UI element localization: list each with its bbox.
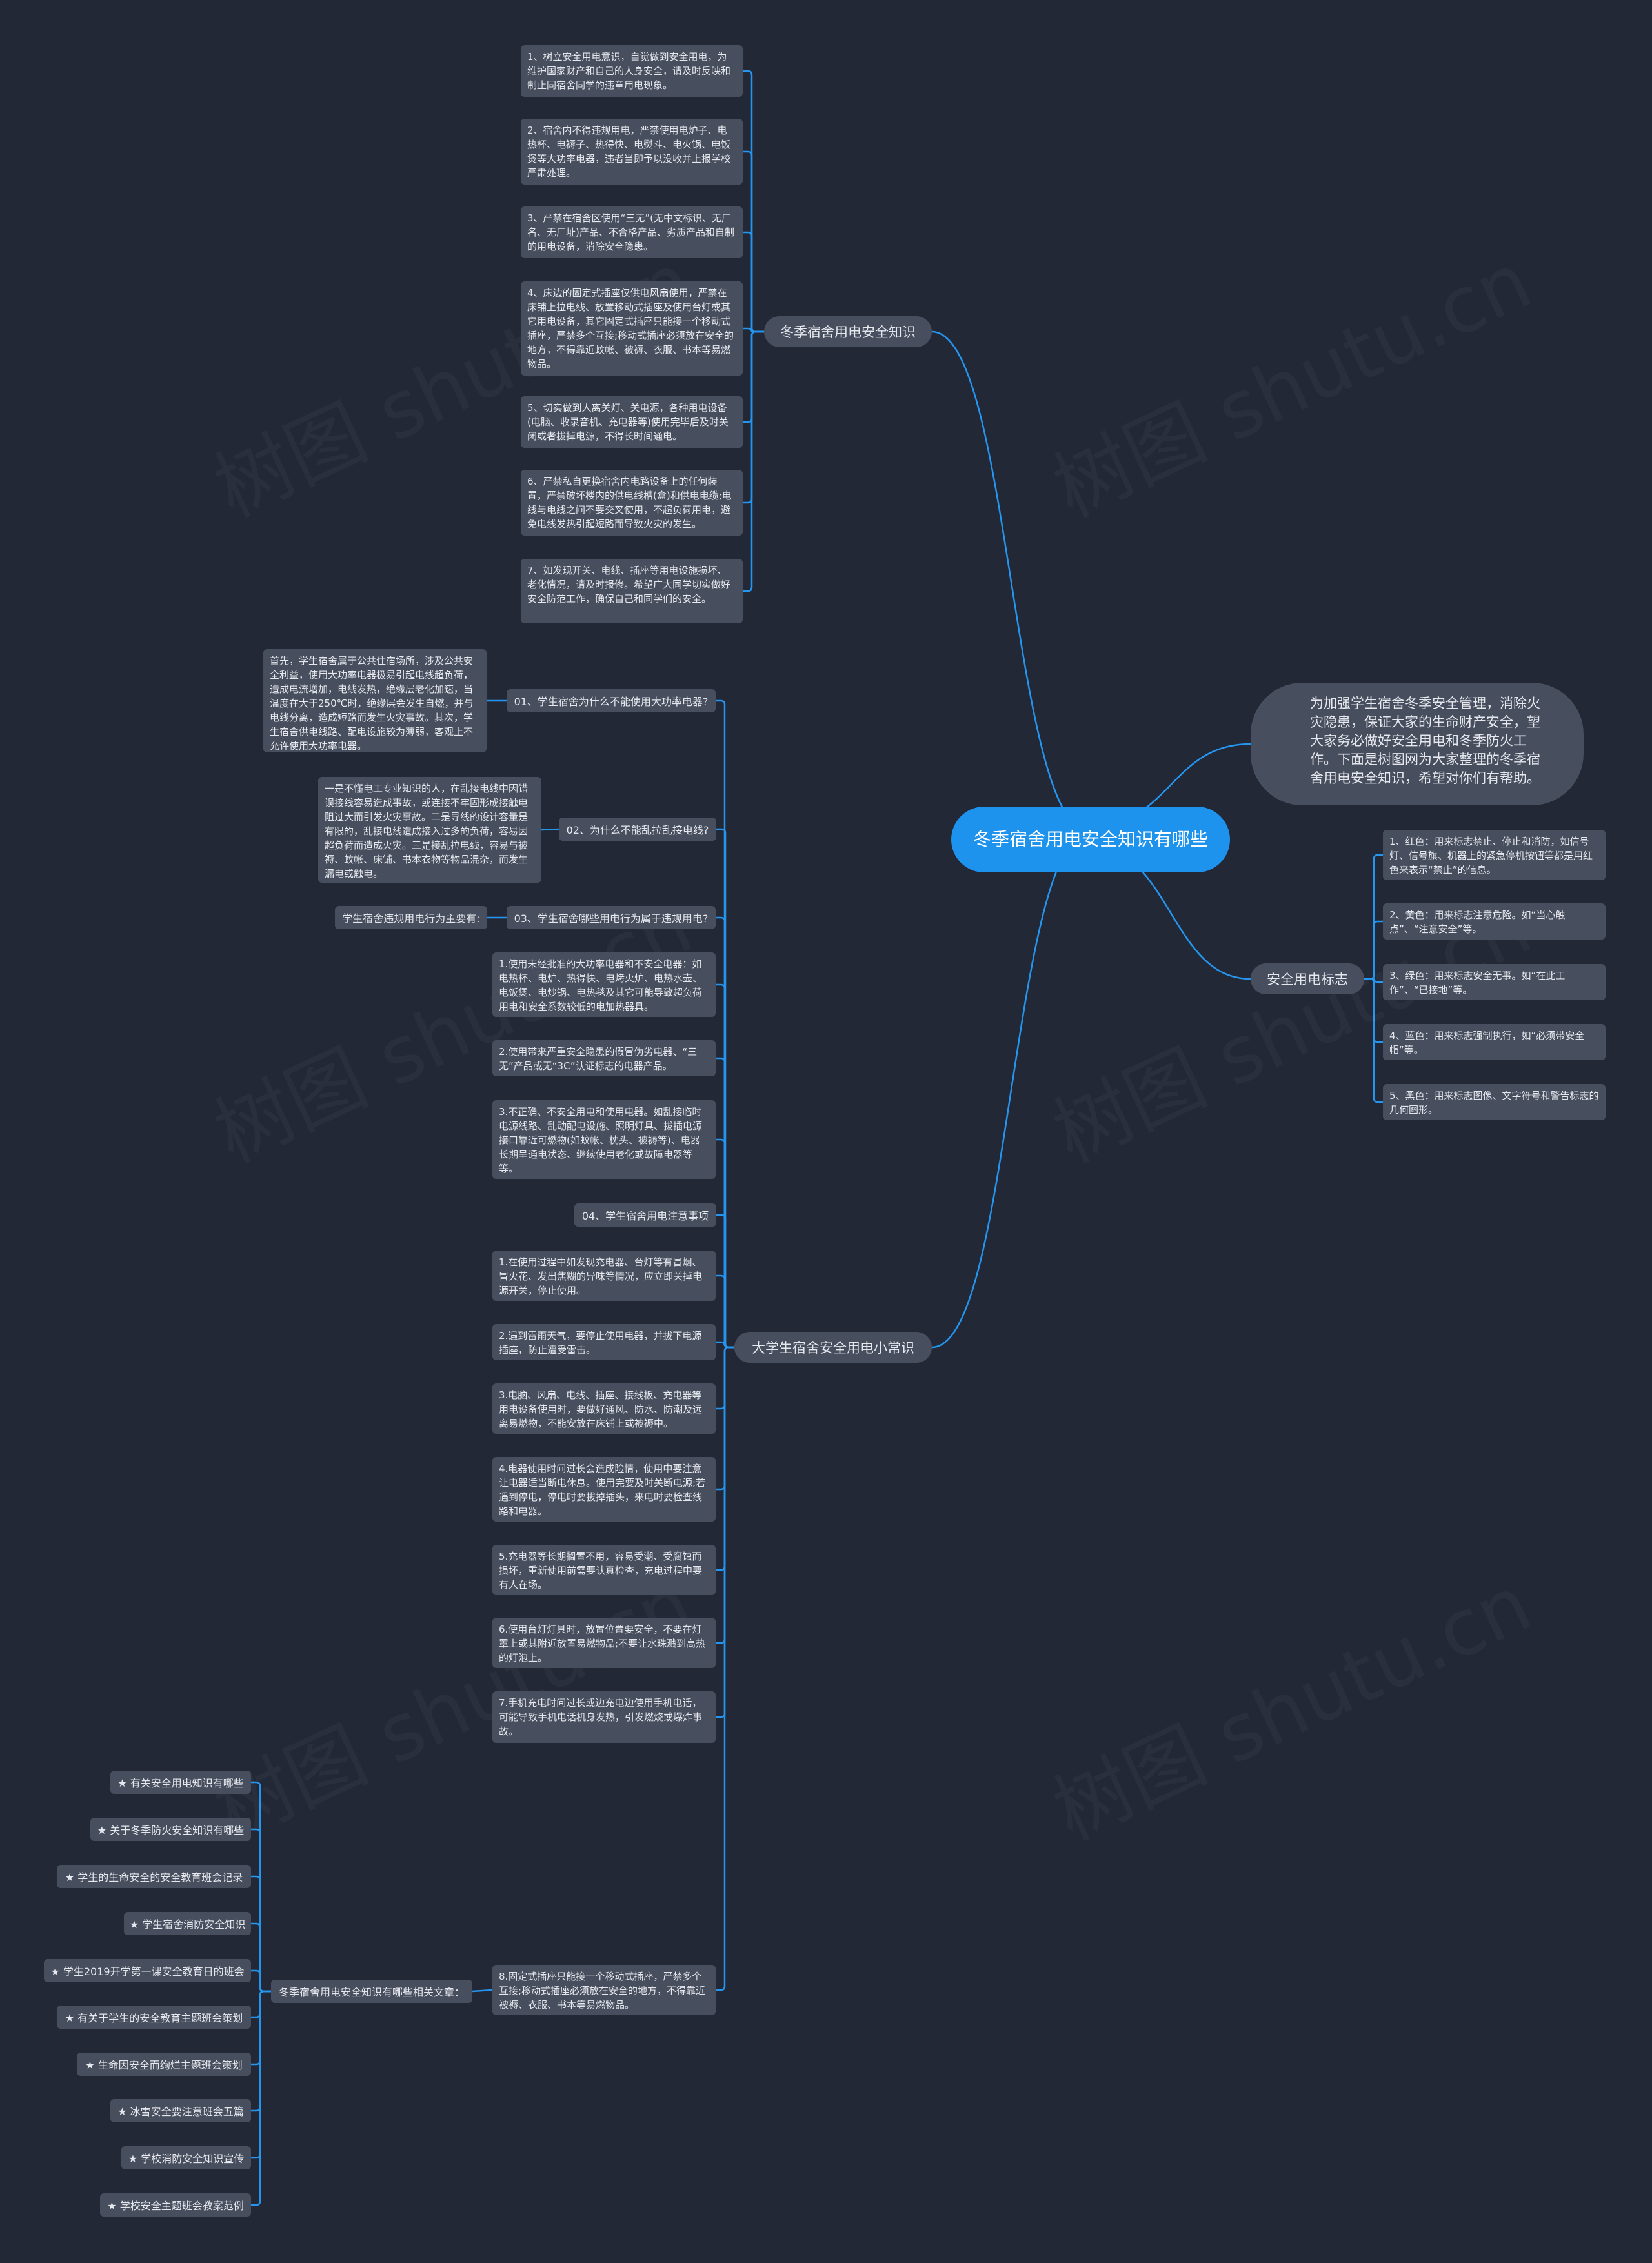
- connector: [251, 1828, 271, 1993]
- safety-tip-5[interactable]: 5、切实做到人离关灯、关电源，各种用电设备(电脑、收录音机、充电器等)使用完毕后…: [521, 396, 743, 448]
- question-03-side-label[interactable]: 学生宿舍违规用电行为主要有:: [335, 906, 487, 929]
- intro-node[interactable]: 为加强学生宿舍冬季安全管理，消除火灾隐患，保证大家的生命财产安全，望大家务必做好…: [1251, 683, 1584, 805]
- connector: [251, 1990, 271, 2066]
- connector: [541, 828, 559, 831]
- connector: [251, 1875, 271, 1993]
- related-article[interactable]: ★ 有关于学生的安全教育主题班会策划: [57, 2006, 251, 2029]
- connector: [716, 1274, 734, 1349]
- note-8[interactable]: 8.固定式插座只能接一个移动式插座，严禁多个互接;移动式插座必须放在安全的地方，…: [492, 1965, 716, 2015]
- branch-winter-dorm-safety[interactable]: 冬季宿舍用电安全知识: [764, 316, 932, 347]
- related-article[interactable]: ★ 学生的生命安全的安全教育班会记录: [57, 1865, 251, 1888]
- connector: [251, 1990, 271, 2159]
- violation-3[interactable]: 3.不正确、不安全用电和使用电器。如乱接临时电源线路、乱动配电设施、照明灯具、拔…: [492, 1100, 716, 1179]
- question-01[interactable]: 01、学生宿舍为什么不能使用大功率电器?: [507, 689, 716, 712]
- violation-2[interactable]: 2.使用带来严重安全隐患的假冒伪劣电器、“三无”产品或无“3C”认证标志的电器产…: [492, 1040, 716, 1076]
- connector: [1364, 920, 1383, 980]
- connector: [1364, 978, 1383, 1103]
- note-1[interactable]: 1.在使用过程中如发现充电器、台灯等有冒烟、冒火花、发出焦糊的异味等情况，应立即…: [492, 1251, 716, 1301]
- safety-tip-3[interactable]: 3、严禁在宿舍区使用“三无”(无中文标识、无厂名、无厂址)产品、不合格产品、劣质…: [521, 206, 743, 258]
- sign-green[interactable]: 3、绿色：用来标志安全无事。如“在此工作”、“已接地”等。: [1383, 964, 1606, 1000]
- related-article[interactable]: ★ 有关安全用电知识有哪些: [110, 1771, 251, 1794]
- connector: [251, 1969, 271, 1993]
- related-article[interactable]: ★ 冰雪安全要注意班会五篇: [110, 2099, 251, 2122]
- branch-dorm-electricity-tips[interactable]: 大学生宿舍安全用电小常识: [734, 1332, 932, 1363]
- sign-red[interactable]: 1、红色：用来标志禁止、停止和消防，如信号灯、信号旗、机器上的紧急停机按钮等都是…: [1383, 830, 1606, 880]
- note-7[interactable]: 7.手机充电时间过长或边充电边使用手机电话，可能导致手机电话机身发热，引发燃烧或…: [492, 1691, 716, 1743]
- connector: [251, 1922, 271, 1993]
- connector: [931, 831, 1091, 1349]
- connector: [743, 150, 764, 333]
- answer-01[interactable]: 首先，学生宿舍属于公共住宿场所，涉及公共安全利益，使用大功率电器极易引起电线超负…: [263, 649, 487, 752]
- note-5[interactable]: 5.充电器等长期搁置不用，容易受潮、受腐蚀而损坏，重新使用前需要认真检查，充电过…: [492, 1545, 716, 1595]
- sign-black[interactable]: 5、黑色：用来标志图像、文字符号和警告标志的几何图形。: [1383, 1084, 1606, 1120]
- connector: [743, 330, 764, 504]
- question-02[interactable]: 02、为什么不能乱拉乱接电线?: [559, 818, 716, 841]
- connector: [743, 330, 764, 592]
- note-6[interactable]: 6.使用台灯灯具时，放置位置要安全，不要在灯罩上或其附近放置易燃物品;不要让水珠…: [492, 1618, 716, 1668]
- safety-tip-7[interactable]: 7、如发现开关、电线、插座等用电设施损坏、老化情况，请及时报修。希望广大同学切实…: [521, 559, 743, 623]
- connector: [931, 330, 1091, 834]
- safety-tip-2[interactable]: 2、宿舍内不得违规用电，严禁使用电炉子、电热杯、电褥子、热得快、电熨斗、电火锅、…: [521, 119, 743, 185]
- sign-yellow[interactable]: 2、黄色：用来标志注意危险。如“当心触点”、“注意安全”等。: [1383, 903, 1606, 940]
- related-article[interactable]: ★ 学校消防安全知识宣传: [121, 2146, 251, 2169]
- connector: [743, 70, 764, 333]
- connector: [716, 1346, 734, 1991]
- safety-tip-6[interactable]: 6、严禁私自更换宿舍内电路设备上的任何装置，严禁破坏楼内的供电线槽(盒)和供电电…: [521, 470, 743, 536]
- branch-safety-signs[interactable]: 安全用电标志: [1251, 963, 1364, 994]
- connector: [743, 231, 764, 333]
- violation-1[interactable]: 1.使用未经批准的大功率电器和不安全电器：如电热杯、电炉、热得快、电烤火炉、电热…: [492, 952, 716, 1017]
- note-2[interactable]: 2.遇到雷雨天气，要停止使用电器，并拔下电源插座，防止遭受雷击。: [492, 1324, 716, 1360]
- related-article[interactable]: ★ 学校安全主题班会教案范例: [100, 2193, 251, 2217]
- question-04[interactable]: 04、学生宿舍用电注意事项: [574, 1203, 716, 1227]
- related-article[interactable]: ★ 学生2019开学第一课安全教育日的班会: [44, 1959, 251, 1982]
- connector: [251, 1990, 271, 2206]
- connector: [251, 1990, 271, 2112]
- note-3[interactable]: 3.电脑、风扇、电线、插座、接线板、充电器等用电设备使用时，要做好通风、防水、防…: [492, 1383, 716, 1434]
- safety-tip-4[interactable]: 4、床边的固定式插座仅供电风扇使用，严禁在床铺上拉电线、放置移动式插座及使用台灯…: [521, 281, 743, 376]
- answer-02[interactable]: 一是不懂电工专业知识的人，在乱接电线中因错误接线容易造成事故，或连接不牢固形成接…: [318, 777, 541, 883]
- connector: [472, 1989, 493, 1993]
- safety-tip-1[interactable]: 1、树立安全用电意识，自觉做到安全用电，为维护国家财产和自己的人身安全，请及时反…: [521, 45, 743, 97]
- question-03[interactable]: 03、学生宿舍哪些用电行为属于违规用电?: [507, 906, 716, 929]
- connector: [251, 1990, 271, 2018]
- related-article[interactable]: ★ 学生宿舍消防安全知识: [124, 1912, 251, 1935]
- related-article[interactable]: ★ 生命因安全而绚烂主题班会策划: [77, 2053, 251, 2076]
- connector: [743, 330, 764, 423]
- connector: [251, 1781, 271, 1993]
- sign-blue[interactable]: 4、蓝色：用来标志强制执行，如“必须带安全帽”等。: [1383, 1024, 1606, 1060]
- central-topic[interactable]: 冬季宿舍用电安全知识有哪些: [951, 807, 1230, 872]
- related-article[interactable]: ★ 关于冬季防火安全知识有哪些: [90, 1818, 251, 1841]
- related-articles-label[interactable]: 冬季宿舍用电安全知识有哪些相关文章：: [271, 1980, 472, 2003]
- note-4[interactable]: 4.电器使用时间过长会造成险情，使用中要注意让电器适当断电休息。使用完要及时关断…: [492, 1457, 716, 1522]
